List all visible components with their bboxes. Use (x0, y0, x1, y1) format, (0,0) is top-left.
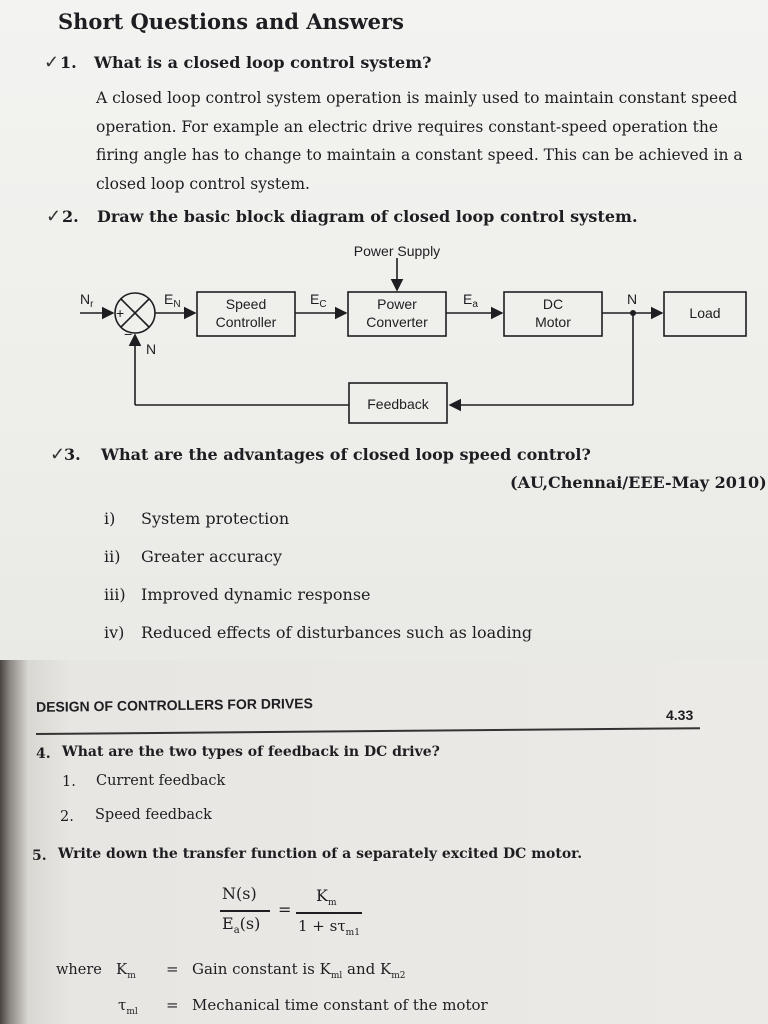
lower-page (0, 660, 768, 1024)
tf-equals: = (278, 900, 292, 919)
power-converter-label: Power (377, 296, 417, 312)
check-mark-icon: ✓ (44, 52, 60, 73)
q3-item-text: Greater accuracy (141, 547, 283, 566)
q3-question: What are the advantages of closed loop s… (101, 445, 591, 464)
def-equals: = (166, 996, 179, 1014)
q3-item-text: System protection (141, 509, 290, 528)
section-title: Short Questions and Answers (58, 9, 404, 34)
tf-denominator-right: 1 + sτm1 (298, 917, 360, 938)
nr-label: Nr (80, 291, 94, 310)
speed-controller-label: Speed (226, 296, 266, 312)
def-symbol: τml (118, 996, 138, 1017)
q2-number: 2. (62, 207, 79, 226)
q1-question: What is a closed loop control system? (94, 53, 432, 72)
def-equals: = (166, 960, 179, 978)
q4-number: 4. (36, 746, 51, 762)
q4-item-text: Speed feedback (95, 807, 212, 823)
q4-item-text: Current feedback (96, 773, 226, 789)
tf-numerator-left: N(s) (222, 884, 257, 903)
power-converter-label-2: Converter (366, 314, 428, 330)
def-symbol: Km (116, 960, 136, 981)
q3-item-num: i) (104, 509, 116, 528)
q5-question: Write down the transfer function of a se… (58, 846, 583, 862)
ea-label: Ea (463, 291, 478, 310)
load-block (663, 291, 747, 337)
minus-sign: − (124, 326, 132, 342)
q4-item-num: 2. (60, 809, 74, 825)
load-label: Load (689, 305, 720, 321)
q4-item-num: 1. (62, 774, 76, 790)
q3-item-num: iii) (104, 585, 126, 604)
dc-motor-label-2: Motor (535, 314, 571, 330)
closed-loop-block-diagram: Power Supply Nr + − EN Speed Controller … (80, 243, 747, 424)
plus-sign: + (116, 305, 124, 321)
q4-question: What are the two types of feedback in DC… (62, 744, 440, 760)
check-mark-icon: ✓ (50, 444, 66, 465)
feedback-block (348, 382, 448, 424)
dc-motor-block (503, 291, 603, 337)
tf-fraction-bar (220, 910, 270, 912)
power-converter-block (347, 291, 447, 337)
speed-controller-label-2: Controller (216, 314, 277, 330)
n-output-label: N (627, 291, 637, 307)
page-number: 4.33 (666, 707, 694, 723)
q3-number: 3. (64, 445, 81, 464)
speed-controller-block (196, 291, 296, 337)
q1-number: 1. (60, 53, 77, 72)
q3-item-text: Improved dynamic response (141, 585, 371, 604)
tf-fraction-bar (296, 912, 362, 914)
q5-number: 5. (32, 848, 47, 864)
q3-item-text: Reduced effects of disturbances such as … (141, 623, 533, 642)
n-feedback-label: N (146, 341, 156, 357)
def-text: Mechanical time constant of the motor (192, 996, 488, 1014)
q2-question: Draw the basic block diagram of closed l… (97, 207, 638, 226)
dc-motor-label: DC (543, 296, 563, 312)
en-label: EN (164, 291, 181, 310)
feedback-label: Feedback (367, 396, 429, 412)
check-mark-icon: ✓ (46, 206, 62, 227)
where-label: where (56, 962, 102, 978)
q3-item-num: iv) (104, 623, 125, 642)
tf-numerator-right: Km (316, 886, 337, 909)
q3-source: (AU,Chennai/EEE-May 2010) (510, 473, 767, 492)
power-supply-label: Power Supply (354, 243, 440, 259)
def-text: Gain constant is Kml and Km2 (192, 960, 406, 981)
ec-label: EC (310, 291, 327, 310)
q1-answer: A closed loop control system operation i… (96, 89, 743, 193)
upper-page (0, 0, 768, 660)
q3-item-num: ii) (104, 547, 121, 566)
tf-denominator-left: Ea(s) (222, 914, 261, 937)
